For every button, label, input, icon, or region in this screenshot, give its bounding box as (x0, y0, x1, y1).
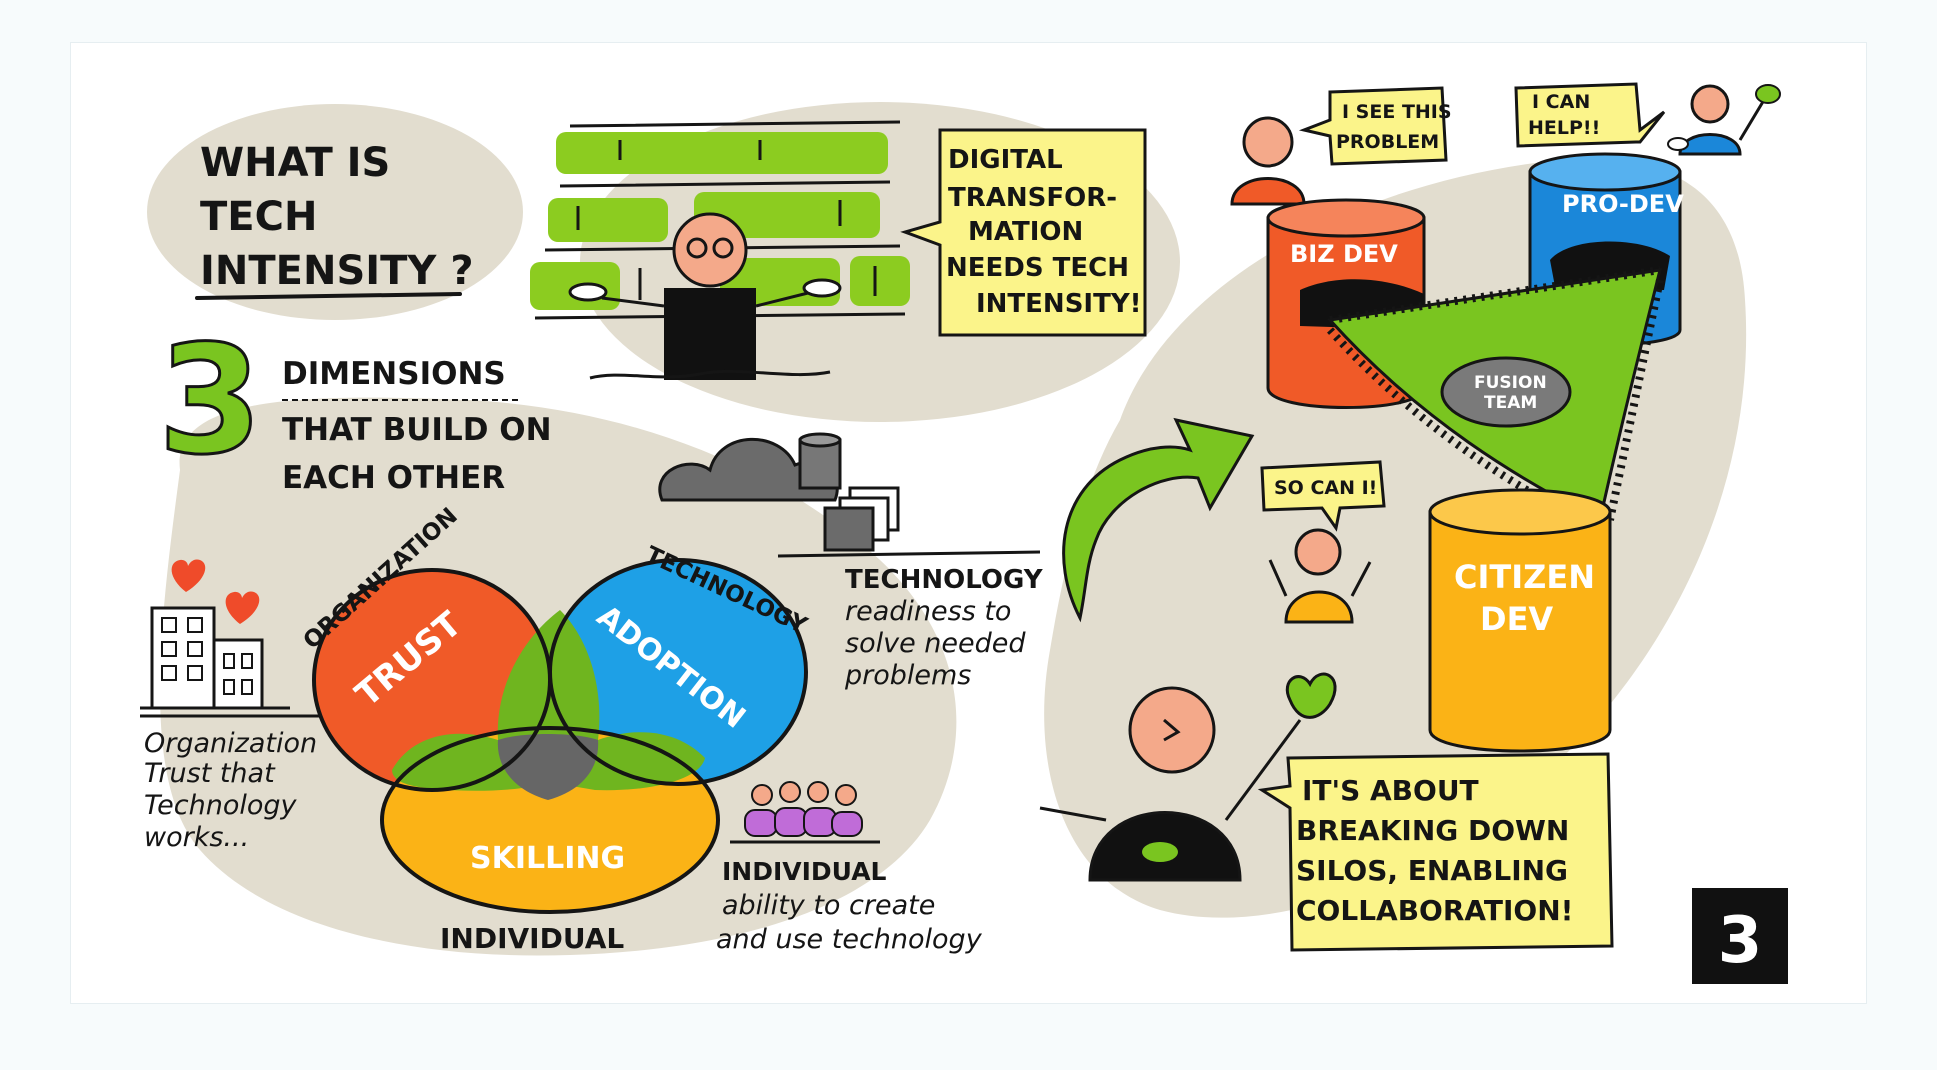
citizen-dev-label-line-1: CITIZEN (1454, 558, 1595, 596)
speaker-bubble-line-3: MATION (968, 217, 1083, 247)
speaker-bubble: DIGITAL TRANSFOR- MATION NEEDS TECH INTE… (900, 128, 1147, 337)
people-icon (730, 781, 880, 844)
fusion-team-platform: FUSION TEAM (1327, 266, 1664, 534)
venn-outer-individual: INDIVIDUAL (440, 922, 624, 955)
arrow-icon (1062, 417, 1255, 623)
closing-character (1039, 672, 1337, 882)
citizen-dev-label-line-2: DEV (1480, 600, 1553, 638)
title-line-2: TECH (200, 194, 317, 240)
dimensions-number: 3 (158, 314, 262, 488)
biz-dev-label: BIZ DEV (1290, 240, 1398, 268)
venn-circle-adoption (550, 560, 806, 784)
dimensions-line-3: EACH OTHER (282, 460, 505, 496)
fusion-label-line-1: FUSION (1474, 373, 1547, 393)
bubble-see-problem-line-1: I SEE THIS (1342, 101, 1452, 123)
technology-caption-line-3: solve needed (845, 628, 1026, 659)
technology-caption-line-1: TECHNOLOGY (845, 565, 1044, 595)
organization-caption-line-1: Organization (144, 728, 317, 759)
individual-caption-line-2: ability to create (722, 890, 935, 921)
bubble-see-problem-line-2: PROBLEM (1336, 131, 1439, 153)
speaker-figure (568, 212, 842, 380)
title: WHAT IS TECH INTENSITY ? (195, 140, 474, 300)
organization-caption: Organization Trust that Technology works… (144, 728, 317, 853)
citizen-dev-person (1268, 528, 1372, 624)
closing-bubble-line-4: COLLABORATION! (1296, 894, 1573, 927)
heart-icon (171, 559, 206, 592)
dimensions-line-2: THAT BUILD ON (282, 412, 552, 448)
speaker-bubble-line-1: DIGITAL (948, 145, 1063, 175)
dimensions-line-1: DIMENSIONS (282, 356, 506, 392)
bubble-can-help-line-1: I CAN (1532, 91, 1590, 113)
heart-icon (225, 591, 260, 624)
speaker-bubble-line-5: INTENSITY! (976, 289, 1142, 319)
bubble-see-problem: I SEE THIS PROBLEM (1298, 86, 1452, 166)
organization-caption-line-3: Technology (144, 790, 298, 821)
pro-dev-person (1667, 84, 1781, 156)
title-blob (147, 104, 523, 320)
page-number: 3 (1718, 904, 1763, 978)
bubble-can-help: I CAN HELP!! (1514, 82, 1666, 148)
closing-bubble: IT'S ABOUT BREAKING DOWN SILOS, ENABLING… (1257, 752, 1614, 952)
venn-diagram: TRUST ADOPTION SKILLING ORGANIZATION TEC… (299, 503, 812, 955)
organization-caption-line-2: Trust that (144, 758, 276, 789)
bubble-can-help-line-2: HELP!! (1528, 117, 1600, 139)
technology-caption: TECHNOLOGY readiness to solve needed pro… (844, 565, 1044, 691)
biz-dev-person (1230, 116, 1306, 206)
bubble-so-can-i-text: SO CAN I! (1274, 477, 1377, 499)
individual-caption-line-3: and use technology (716, 924, 983, 955)
closing-bubble-line-3: SILOS, ENABLING (1296, 854, 1568, 887)
cloud-icon (658, 432, 1041, 558)
title-line-1: WHAT IS (200, 140, 390, 186)
page-number-badge: 3 (1692, 888, 1788, 984)
dimensions-heading: 3 DIMENSIONS THAT BUILD ON EACH OTHER (157, 313, 552, 497)
individual-caption: INDIVIDUAL ability to create and use tec… (716, 857, 983, 955)
speaker-bubble-line-4: NEEDS TECH (946, 253, 1129, 283)
speaker-bubble-line-2: TRANSFOR- (948, 183, 1117, 213)
title-line-3: INTENSITY ? (200, 248, 474, 294)
bubble-so-can-i: SO CAN I! (1260, 460, 1386, 532)
venn-label-skilling: SKILLING (470, 841, 625, 876)
pro-dev-label: PRO-DEV (1562, 190, 1684, 218)
building-icon (140, 606, 290, 710)
citizen-dev-can: CITIZEN DEV (1428, 488, 1612, 753)
closing-bubble-line-2: BREAKING DOWN (1296, 814, 1569, 847)
technology-caption-line-4: problems (844, 660, 971, 691)
technology-caption-line-2: readiness to (845, 596, 1011, 627)
individual-caption-line-1: INDIVIDUAL (722, 857, 887, 886)
closing-bubble-line-1: IT'S ABOUT (1302, 774, 1479, 807)
fusion-label-line-2: TEAM (1484, 393, 1537, 413)
organization-caption-line-4: works... (144, 822, 249, 853)
